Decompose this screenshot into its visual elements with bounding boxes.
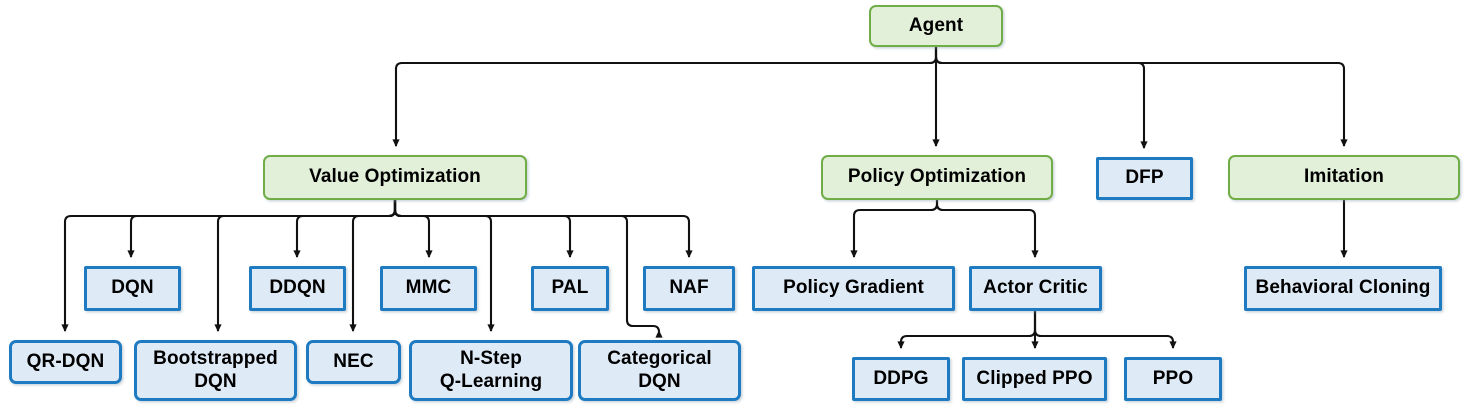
node-label-clipped-ppo: Clipped PPO: [976, 367, 1093, 389]
edge-value-optimization-to-mmc: [393, 200, 433, 259]
node-qr-dqn[interactable]: QR-DQN: [9, 340, 122, 384]
node-ppo[interactable]: PPO: [1124, 357, 1222, 401]
edge-group-policy-optimization: [850, 200, 1039, 259]
edge-policy-optimization-to-actor-critic: [935, 200, 1039, 259]
edge-value-optimization-to-dqn: [127, 200, 397, 259]
edge-agent-to-dfp: [934, 47, 1148, 150]
node-naf[interactable]: NAF: [643, 266, 735, 311]
node-label-nec: NEC: [333, 350, 374, 372]
edge-group-agent: [392, 47, 1348, 150]
node-label-behavioral-cloning: Behavioral Cloning: [1255, 277, 1431, 299]
node-label-categorical-dqn: Categorical DQN: [607, 348, 712, 392]
node-label-dfp: DFP: [1125, 167, 1164, 189]
edge-group-actor-critic: [897, 311, 1177, 350]
node-ddpg[interactable]: DDPG: [852, 357, 950, 401]
node-agent[interactable]: Agent: [869, 5, 1003, 47]
node-actor-critic[interactable]: Actor Critic: [969, 266, 1102, 311]
node-bootstrapped-dqn[interactable]: Bootstrapped DQN: [134, 340, 297, 401]
node-label-naf: NAF: [669, 277, 709, 299]
node-label-dqn: DQN: [111, 277, 154, 299]
node-label-n-step-q-learning: N-Step Q-Learning: [439, 348, 543, 392]
node-clipped-ppo[interactable]: Clipped PPO: [962, 357, 1107, 401]
edge-value-optimization-to-pal: [393, 200, 574, 259]
node-pal[interactable]: PAL: [531, 266, 609, 311]
node-policy-gradient[interactable]: Policy Gradient: [752, 266, 955, 311]
node-ddqn[interactable]: DDQN: [249, 266, 346, 311]
node-dqn[interactable]: DQN: [84, 266, 181, 311]
node-label-ppo: PPO: [1152, 367, 1194, 389]
edge-agent-to-imitation: [934, 47, 1348, 148]
node-mmc[interactable]: MMC: [380, 266, 477, 311]
node-value-optimization[interactable]: Value Optimization: [263, 155, 527, 200]
node-label-mmc: MMC: [405, 277, 452, 299]
node-label-ddqn: DDQN: [269, 277, 326, 299]
edge-agent-to-value-optimization: [392, 47, 938, 148]
node-label-pal: PAL: [551, 277, 589, 299]
node-label-policy-optimization: Policy Optimization: [847, 166, 1027, 188]
edge-actor-critic-to-ppo: [1033, 311, 1177, 350]
edge-actor-critic-to-ddpg: [897, 311, 1037, 350]
node-policy-optimization[interactable]: Policy Optimization: [821, 155, 1053, 200]
node-label-value-optimization: Value Optimization: [309, 166, 481, 188]
node-label-actor-critic: Actor Critic: [983, 277, 1088, 299]
edge-policy-optimization-to-policy-gradient: [850, 200, 939, 259]
node-behavioral-cloning[interactable]: Behavioral Cloning: [1244, 266, 1442, 311]
edge-value-optimization-to-naf: [393, 200, 693, 259]
node-dfp[interactable]: DFP: [1096, 157, 1193, 200]
node-nec[interactable]: NEC: [306, 340, 401, 384]
node-categorical-dqn[interactable]: Categorical DQN: [578, 340, 741, 401]
node-label-imitation: Imitation: [1303, 166, 1385, 188]
node-n-step-q-learning[interactable]: N-Step Q-Learning: [409, 340, 573, 401]
node-label-agent: Agent: [908, 14, 964, 36]
node-label-bootstrapped-dqn: Bootstrapped DQN: [153, 348, 278, 392]
node-label-qr-dqn: QR-DQN: [26, 350, 105, 372]
edge-value-optimization-to-ddqn: [293, 200, 397, 259]
node-label-ddpg: DDPG: [873, 367, 929, 389]
node-label-policy-gradient: Policy Gradient: [783, 277, 924, 299]
node-imitation[interactable]: Imitation: [1228, 155, 1460, 200]
